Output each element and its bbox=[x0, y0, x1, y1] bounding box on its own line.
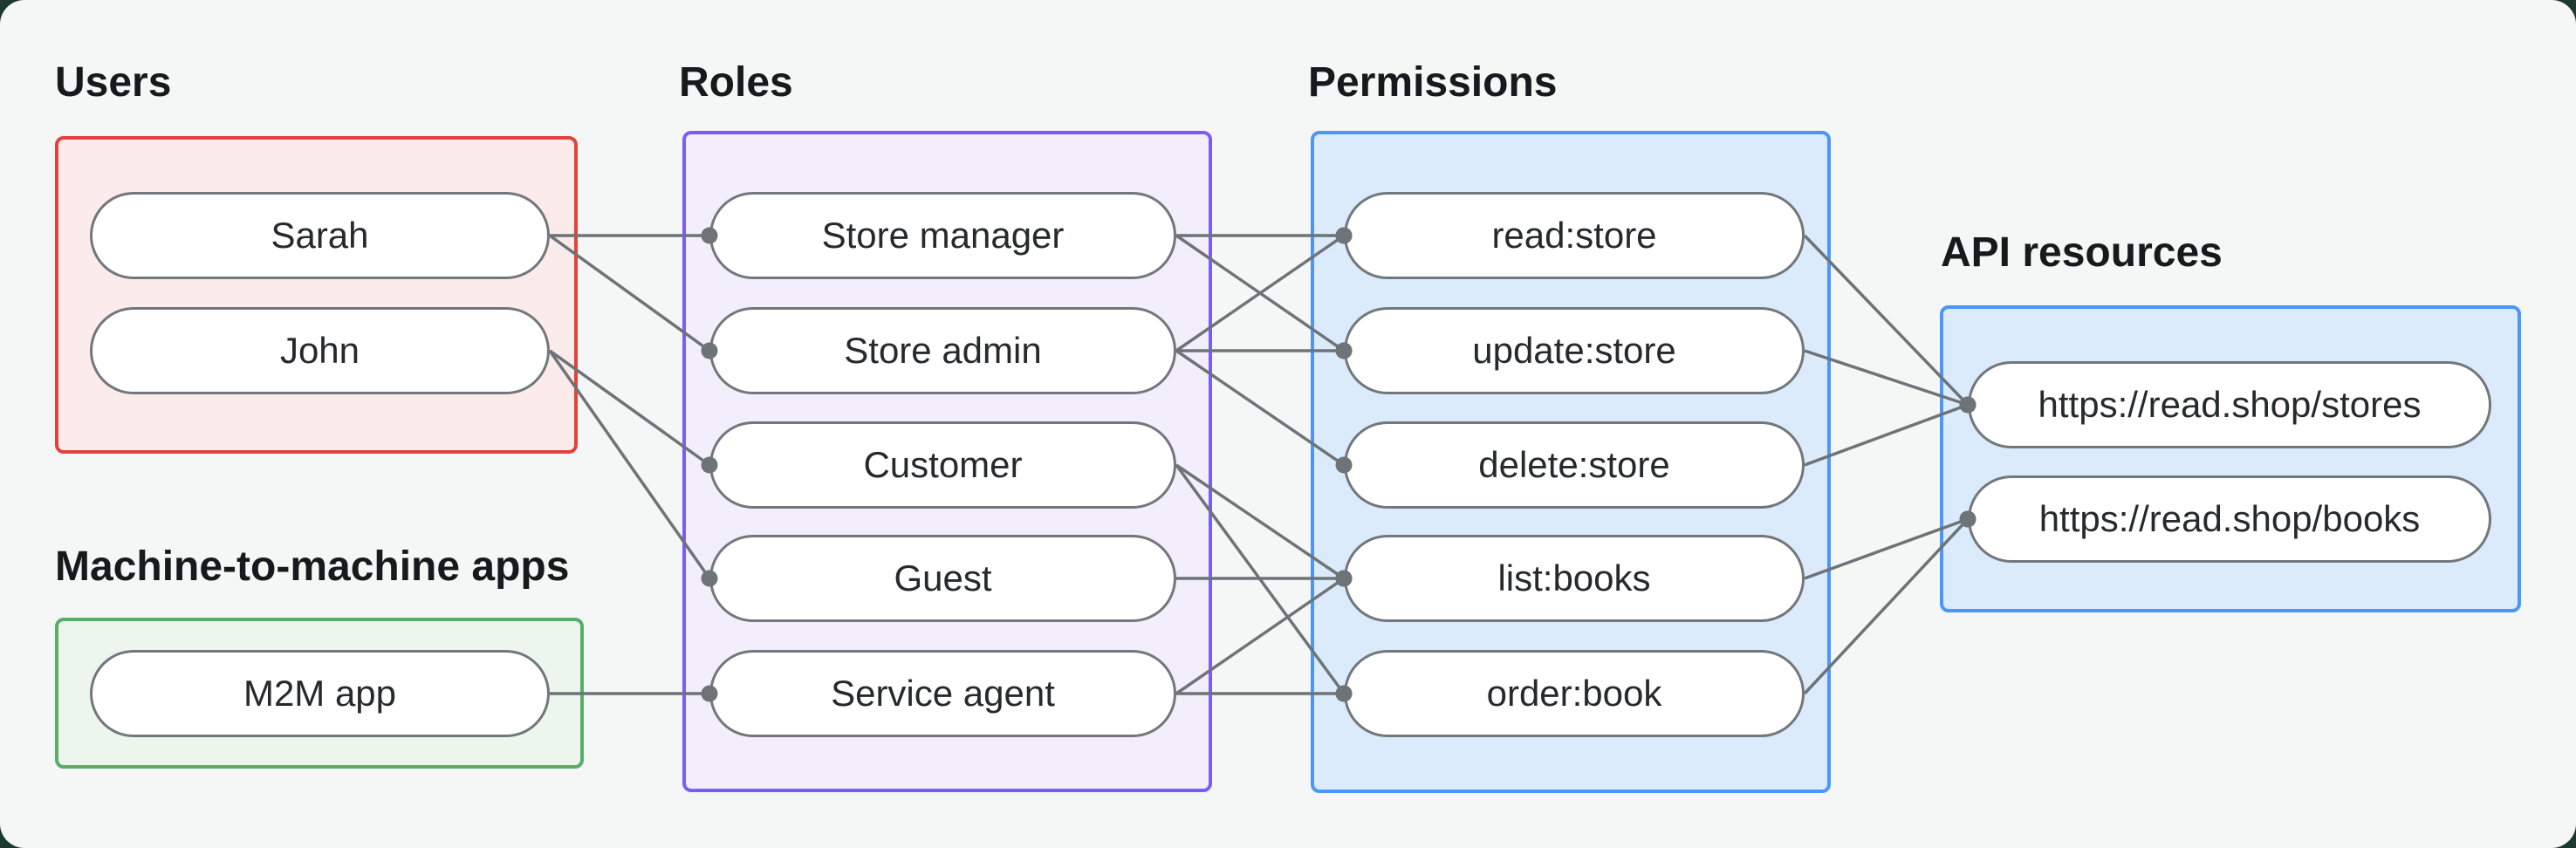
node-pill-store_admin: Store admin bbox=[709, 307, 1176, 394]
node-pill-customer: Customer bbox=[709, 421, 1176, 509]
node-pill-stores_api: https://read.shop/stores bbox=[1968, 361, 2491, 448]
node-pill-read_store: read:store bbox=[1344, 192, 1805, 279]
node-pill-service_agent: Service agent bbox=[709, 650, 1176, 737]
node-pill-order_book: order:book bbox=[1344, 650, 1805, 737]
group-label-api: API resources bbox=[1941, 229, 2223, 276]
node-pill-m2m_app: M2M app bbox=[90, 650, 550, 737]
node-pill-delete_store: delete:store bbox=[1344, 421, 1805, 509]
group-box-api bbox=[1940, 305, 2521, 612]
group-label-m2m: Machine-to-machine apps bbox=[55, 544, 570, 590]
group-label-permissions: Permissions bbox=[1308, 59, 1558, 106]
node-pill-guest: Guest bbox=[709, 535, 1176, 622]
node-pill-john: John bbox=[90, 307, 550, 394]
group-box-users bbox=[55, 136, 578, 454]
group-label-users: Users bbox=[55, 59, 172, 106]
node-pill-store_manager: Store manager bbox=[709, 192, 1176, 279]
node-pill-list_books: list:books bbox=[1344, 535, 1805, 622]
node-pill-books_api: https://read.shop/books bbox=[1968, 475, 2491, 563]
group-label-roles: Roles bbox=[679, 59, 793, 106]
node-pill-update_store: update:store bbox=[1344, 307, 1805, 394]
node-pill-sarah: Sarah bbox=[90, 192, 550, 279]
